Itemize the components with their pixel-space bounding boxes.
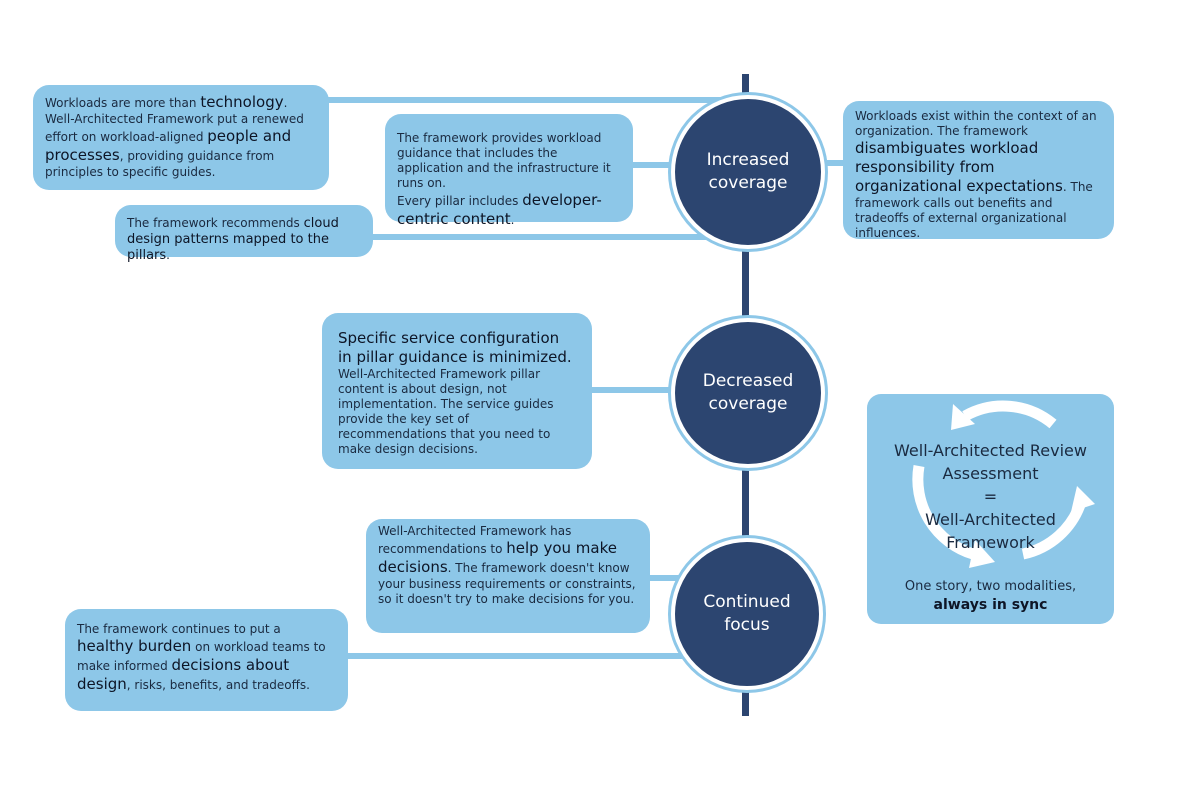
review-assessment-panel: Well-Architected Review Assessment = Wel… (867, 394, 1114, 624)
cycle-arrows-icon (912, 400, 1095, 568)
box-help-make-decisions: Well-Architected Framework has recommend… (366, 519, 650, 633)
node-decreased-label: Decreased coverage (702, 371, 794, 414)
review-title: Well-Architected Review Assessment = Wel… (894, 441, 1087, 552)
node-continued-focus: Continued focus (671, 538, 823, 690)
connector-org-context (820, 160, 846, 166)
box-cloud-design-patterns: The framework recommends cloud design pa… (115, 205, 373, 263)
box-healthy-burden: The framework continues to put a healthy… (65, 609, 348, 711)
node-increased-coverage: Increased coverage (671, 95, 825, 249)
node-continued-label: Continued focus (703, 592, 791, 635)
connector-healthy-burden (346, 653, 686, 659)
box-application-infrastructure: The framework provides workload guidance… (385, 114, 633, 228)
box-workloads-technology: Workloads are more than technology. Well… (33, 85, 329, 190)
connector-help-decide (648, 575, 683, 581)
node-increased-label: Increased coverage (706, 150, 790, 193)
box-service-configuration: Specific service configuration in pillar… (322, 313, 592, 469)
box-organization-context: Workloads exist within the context of an… (843, 101, 1114, 240)
connector-service-config (590, 387, 680, 393)
review-footer: One story, two modalities, always in syn… (904, 579, 1077, 613)
connector-app-infra (630, 162, 680, 168)
connector-workloads-tech (326, 97, 746, 103)
node-decreased-coverage: Decreased coverage (671, 318, 825, 468)
connector-cloud-patterns (370, 234, 746, 240)
